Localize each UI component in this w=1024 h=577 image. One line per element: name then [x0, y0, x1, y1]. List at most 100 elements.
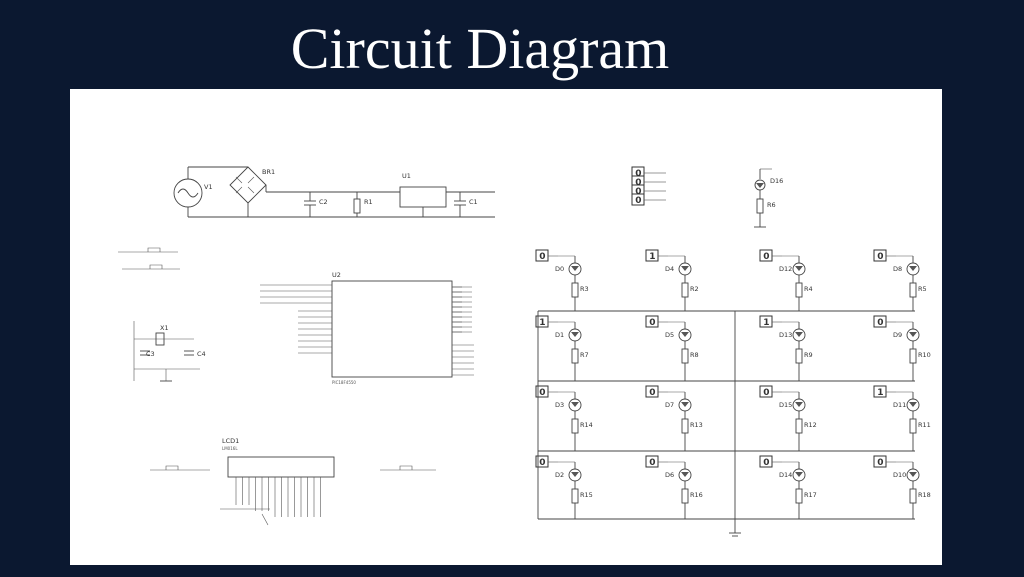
- resistor-label: R9: [804, 351, 813, 359]
- logic-probe-3-box: [631, 193, 645, 206]
- mcu-label: U2: [332, 271, 341, 279]
- led-matrix-section: 0D0R31D4R20D12R40D8R51D1R70D5R81D13R90D9…: [535, 249, 931, 537]
- cell-3-0-probe-box: [535, 455, 549, 468]
- led-diode-arrow: [571, 332, 579, 337]
- cell-0-1-probe-box: [645, 249, 659, 262]
- cell-0-1-probe-value: 1: [649, 252, 655, 262]
- voltage-regulator-symbol: [399, 186, 447, 208]
- source-label: V1: [204, 183, 213, 191]
- cell-3-3-probe-box: [873, 455, 887, 468]
- power-supply-section: V1 BR1 C2 R1 U1 C1: [173, 166, 495, 218]
- resistor-label: R17: [804, 491, 817, 499]
- resistor-label: R10: [918, 351, 931, 359]
- resistor-symbol: [795, 282, 803, 298]
- resistor-symbol: [681, 488, 689, 504]
- cell-3-2-probe-box: [759, 455, 773, 468]
- cell-1-1-probe-box: [645, 315, 659, 328]
- resistor-symbol: [681, 282, 689, 298]
- cell-2-1-probe-value: 0: [649, 388, 655, 398]
- led-label: D1: [555, 331, 564, 339]
- led-label: D6: [665, 471, 674, 479]
- pushbutton-group: [118, 247, 180, 270]
- led-diode-arrow: [909, 472, 917, 477]
- cell-2-0-probe-box: [535, 385, 549, 398]
- resistor-symbol: [909, 418, 917, 434]
- resistor-symbol: [909, 488, 917, 504]
- c1-label: C1: [469, 198, 478, 206]
- resistor-label: R14: [580, 421, 593, 429]
- led-label: D13: [779, 331, 792, 339]
- led-diode-arrow: [571, 402, 579, 407]
- resistor-symbol: [909, 282, 917, 298]
- circuit-diagram-panel: V1 BR1 C2 R1 U1 C1: [70, 89, 942, 565]
- status-led-section: D16 R6: [754, 168, 783, 228]
- led-diode-arrow: [795, 472, 803, 477]
- logic-probe-1-value: 0: [635, 178, 641, 188]
- x1-label: X1: [160, 324, 169, 332]
- cell-3-1-probe-box: [645, 455, 659, 468]
- bridge-rectifier-symbol: [229, 166, 267, 204]
- c4-label: C4: [197, 350, 206, 358]
- resistor-label: R15: [580, 491, 593, 499]
- cell-1-2-probe-value: 1: [763, 318, 769, 328]
- cell-2-2-probe-box: [759, 385, 773, 398]
- cell-3-1-probe-value: 0: [649, 458, 655, 468]
- led-label: D10: [893, 471, 906, 479]
- crystal-symbol: [155, 332, 165, 346]
- c2-label: C2: [319, 198, 328, 206]
- led-label: D15: [779, 401, 792, 409]
- resistor-symbol: [909, 348, 917, 364]
- led-diode-arrow: [681, 332, 689, 337]
- led-label: D14: [779, 471, 792, 479]
- led-label: D9: [893, 331, 902, 339]
- logic-probe-3-value: 0: [635, 196, 641, 206]
- lcd-section: LCD1 LM016L: [150, 437, 436, 526]
- resistor-symbol: [681, 418, 689, 434]
- r1-symbol: [353, 198, 361, 214]
- led-diode-arrow: [909, 402, 917, 407]
- r1-label: R1: [364, 198, 373, 206]
- cell-1-1-probe-value: 0: [649, 318, 655, 328]
- led-diode-arrow: [795, 402, 803, 407]
- slide-title: Circuit Diagram: [290, 16, 670, 81]
- resistor-label: R5: [918, 285, 927, 293]
- cell-2-1-probe-box: [645, 385, 659, 398]
- cell-1-0-probe-value: 1: [539, 318, 545, 328]
- cell-0-2-probe-box: [759, 249, 773, 262]
- cell-0-0-probe-box: [535, 249, 549, 262]
- resistor-label: R2: [690, 285, 699, 293]
- cell-1-0-probe-box: [535, 315, 549, 328]
- resistor-label: R7: [580, 351, 589, 359]
- sine-wave-icon: [177, 188, 199, 198]
- mcu-chip-symbol: [331, 280, 453, 378]
- microcontroller-section: U2 PIC18F4550: [260, 271, 474, 385]
- resistor-symbol: [795, 488, 803, 504]
- resistor-label: R11: [918, 421, 931, 429]
- resistor-symbol: [571, 282, 579, 298]
- mcu-part-label: PIC18F4550: [332, 380, 356, 385]
- cell-0-0-probe-value: 0: [539, 252, 545, 262]
- bridge-label: BR1: [262, 168, 275, 176]
- resistor-label: R12: [804, 421, 817, 429]
- logic-probe-0-value: 0: [635, 169, 641, 179]
- resistor-label: R4: [804, 285, 813, 293]
- resistor-symbol: [795, 418, 803, 434]
- led-diode-arrow: [909, 332, 917, 337]
- cell-3-3-probe-value: 0: [877, 458, 883, 468]
- cell-1-2-probe-box: [759, 315, 773, 328]
- resistor-label: R16: [690, 491, 703, 499]
- led-diode-arrow: [571, 266, 579, 271]
- cell-0-3-probe-box: [873, 249, 887, 262]
- resistor-label: R8: [690, 351, 699, 359]
- cell-2-2-probe-value: 0: [763, 388, 769, 398]
- d16-label: D16: [770, 177, 783, 185]
- led-label: D8: [893, 265, 902, 273]
- led-label: D4: [665, 265, 674, 273]
- logic-probe-2-value: 0: [635, 187, 641, 197]
- cell-2-3-probe-box: [873, 385, 887, 398]
- led-label: D5: [665, 331, 674, 339]
- resistor-symbol: [571, 348, 579, 364]
- lcd-ground: [261, 513, 269, 526]
- resistor-symbol: [681, 348, 689, 364]
